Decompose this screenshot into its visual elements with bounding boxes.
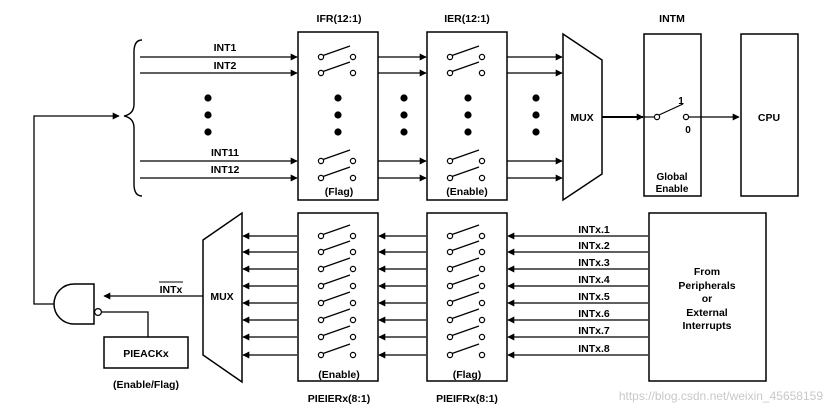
label-intx-6: INTx.6 [578,308,610,320]
pieifr-switch [446,224,486,240]
pieifr-switch [446,308,486,324]
pieier-switch [317,291,357,307]
peripherals-line4: External [686,307,728,319]
watermark: https://blog.csdn.net/weixin_45658159 [619,389,823,403]
intm-title: INTM [659,13,685,25]
intm-off-label: 0 [685,125,691,136]
bottom-switches [317,224,486,359]
label-int11: INT11 [211,147,239,159]
pieier-switch [317,343,357,359]
ifr-switch [317,166,357,182]
intm-box [643,33,702,197]
intx-label: INTx [160,284,183,296]
ellipsis-dots [204,94,540,136]
ier-switch [446,149,486,165]
bottom-wires [242,232,648,359]
pieifr-switch [446,240,486,256]
pieifr-switch [446,291,486,307]
ier-switch [446,45,486,61]
intm-switch [644,103,701,121]
pieier-switch [317,274,357,290]
label-int2: INT2 [214,60,237,72]
label-intx-1: INTx.1 [578,224,610,236]
ier-caption: (Enable) [446,186,487,198]
ifr-switch [317,149,357,165]
ifr-switch [317,45,357,61]
pieier-caption: (Enable) [318,369,359,381]
mux-bottom-label: MUX [210,291,233,303]
label-intx-7: INTx.7 [578,325,610,337]
mux-top [562,32,603,202]
label-int1: INT1 [214,42,237,54]
label-intx-8: INTx.8 [578,343,610,355]
intm-caption-line2: Enable [656,184,689,195]
pieifr-switch [446,325,486,341]
ier-switch [446,61,486,77]
pieifr-title: PIEIFRx(8:1) [436,393,498,405]
pieier-title: PIEIERx(8:1) [308,393,370,405]
top-switches [317,45,486,182]
ifr-caption: (Flag) [325,186,354,198]
input-brace [123,39,143,197]
pieack-caption: (Enable/Flag) [113,379,179,391]
pieifr-switch [446,274,486,290]
label-intx-3: INTx.3 [578,257,610,269]
pieifr-register [426,212,508,382]
cpu-box [740,33,799,197]
label-intx-5: INTx.5 [578,291,610,303]
intm-on-label: 1 [678,96,684,107]
ifr-switch [317,61,357,77]
pieack-wire [101,311,149,337]
mux-top-label: MUX [570,112,593,124]
pieier-register [297,212,379,382]
pieier-switch [317,308,357,324]
mux-bottom [202,211,243,384]
ifr-title: IFR(12:1) [317,13,362,25]
pieier-switch [317,224,357,240]
label-intx-2: INTx.2 [578,240,610,252]
pieier-switch [317,257,357,273]
pieifr-switch [446,257,486,273]
peripherals-line3: or [702,293,713,305]
ier-title: IER(12:1) [444,13,490,25]
ier-switch [446,166,486,182]
label-int12: INT12 [211,164,240,176]
peripherals-line1: From [694,266,720,278]
pieifr-caption: (Flag) [453,369,482,381]
intm-caption-line1: Global [656,172,687,183]
pieifr-switch [446,343,486,359]
pieack-box [103,336,189,369]
peripherals-line2: Peripherals [678,280,735,292]
peripherals-line5: Interrupts [682,320,731,332]
cpu-label: CPU [758,112,780,124]
feedback-wire [33,112,120,305]
label-intx-4: INTx.4 [578,274,610,286]
bottom-input-labels: INTx.1INTx.2INTx.3INTx.4INTx.5INTx.6INTx… [578,224,610,355]
pieier-switch [317,325,357,341]
and-gate-invert-bubble [93,308,102,317]
pieack-label: PIEACKx [123,348,169,360]
peripherals-box [648,212,767,382]
pieier-switch [317,240,357,256]
and-gate [53,283,95,325]
